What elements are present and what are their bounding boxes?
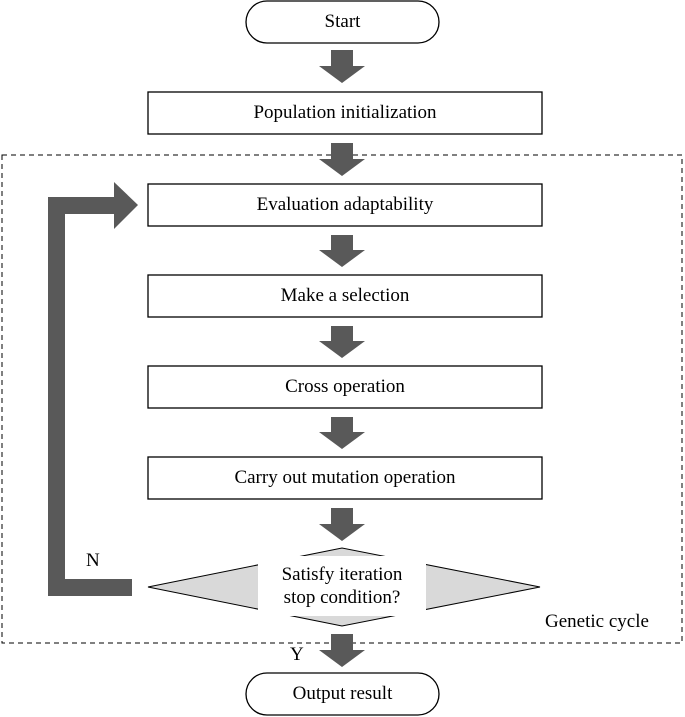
- loop-bottom-segment: [48, 579, 132, 596]
- loop-top-segment: [48, 197, 116, 214]
- output-label: Output result: [292, 683, 393, 704]
- decision-label: Satisfy iteration stop condition?: [258, 561, 426, 611]
- decision-text-backing: [258, 556, 426, 616]
- start-terminal: [245, 0, 440, 44]
- feedback-loop-arrow: [48, 182, 138, 596]
- loop-vertical-segment: [48, 197, 65, 596]
- mutate-process-box: [147, 456, 543, 500]
- evaluate-label: Evaluation adaptability: [256, 194, 434, 215]
- loop-arrowhead: [114, 182, 138, 229]
- arrow-init-to-evaluate: [319, 143, 365, 176]
- arrow-decision-to-output: [319, 634, 365, 667]
- arrow-cross-to-mutate: [319, 417, 365, 449]
- arrow-mutate-to-decision: [319, 508, 365, 541]
- genetic-cycle-label: Genetic cycle: [545, 611, 649, 632]
- cross-label: Cross operation: [285, 376, 405, 397]
- yes-branch-label: Y: [290, 644, 304, 665]
- arrow-start-to-init: [319, 50, 365, 83]
- cross-process-box: [147, 365, 543, 409]
- select-label: Make a selection: [280, 285, 410, 306]
- evaluate-process-box: [147, 183, 543, 227]
- output-terminal: [245, 672, 440, 716]
- mutate-label: Carry out mutation operation: [234, 467, 456, 488]
- init-label: Population initialization: [253, 102, 437, 123]
- start-label: Start: [324, 11, 361, 32]
- init-process-box: [147, 91, 543, 135]
- arrow-select-to-cross: [319, 326, 365, 358]
- down-arrows: [319, 50, 365, 667]
- no-branch-label: N: [86, 550, 100, 571]
- select-process-box: [147, 274, 543, 318]
- decision-label-line1: Satisfy iteration: [281, 564, 403, 585]
- arrow-evaluate-to-select: [319, 235, 365, 267]
- decision-label-line2: stop condition?: [283, 587, 401, 608]
